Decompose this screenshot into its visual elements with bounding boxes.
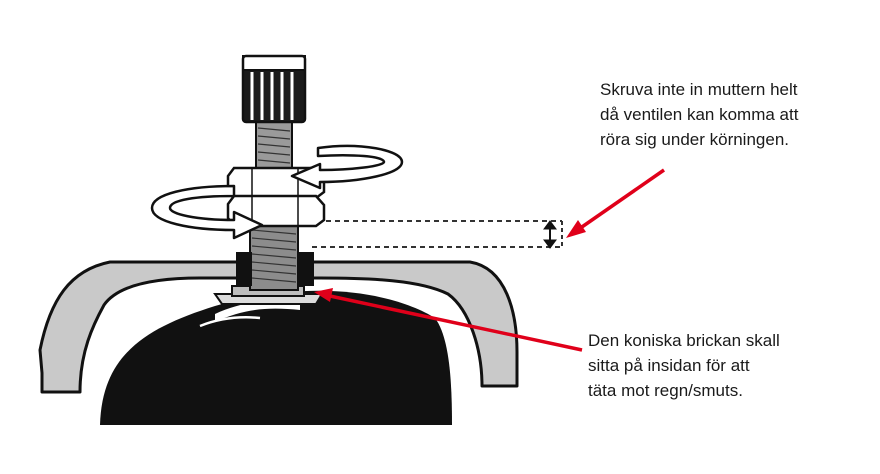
callout-line: då ventilen kan komma att <box>600 105 799 124</box>
gap-indicator <box>312 220 563 248</box>
callout-line: Skruva inte in muttern helt <box>600 80 798 99</box>
callout-line: sitta på insidan för att <box>588 356 750 375</box>
callout-arrow-washer <box>314 288 583 352</box>
callout-line: täta mot regn/smuts. <box>588 381 743 400</box>
rim-hole-right <box>298 252 314 286</box>
wheel-rim <box>38 260 519 394</box>
rim-hole-left <box>236 252 252 286</box>
cap-knurling <box>250 72 294 120</box>
callout-line: röra sig under körningen. <box>600 130 790 149</box>
nut-warning-callout: Skruva inte in muttern helt då ventilen … <box>600 77 798 152</box>
washer-note-callout: Den koniska brickan skall sitta på insid… <box>588 328 780 403</box>
double-headed-arrow-icon <box>543 220 557 249</box>
tube-highlight <box>215 301 300 322</box>
curved-rotation-arrow-icon <box>290 144 404 190</box>
curved-rotation-arrow-icon <box>150 184 264 240</box>
tube-highlight-line <box>199 316 261 328</box>
callout-line: Den koniska brickan skall <box>588 331 780 350</box>
inner-tube <box>100 290 452 425</box>
callout-arrow-nut <box>566 168 665 238</box>
